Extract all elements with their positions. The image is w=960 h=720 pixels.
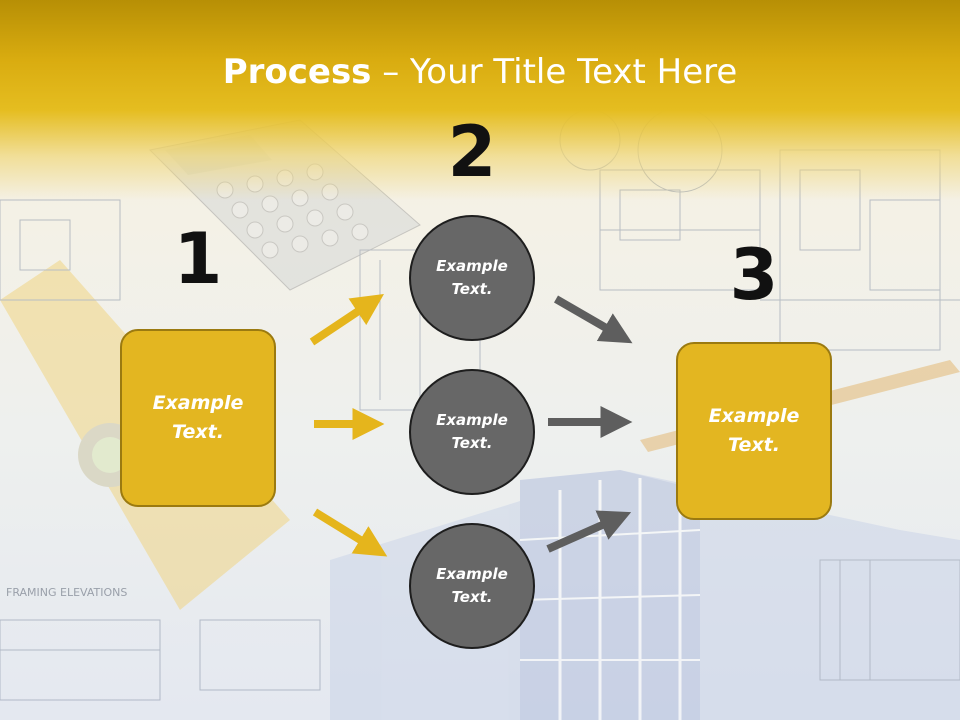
step-1-box: Example Text. bbox=[120, 329, 276, 507]
middle-circle-top-text: Example Text. bbox=[436, 257, 508, 298]
middle-circle-center-text: Example Text. bbox=[436, 411, 508, 452]
middle-circle-center: Example Text. bbox=[409, 369, 535, 495]
step-1-text: Example Text. bbox=[152, 392, 244, 443]
title-bold: Process bbox=[222, 52, 372, 92]
step-number-1: 1 bbox=[173, 218, 223, 300]
step-3-text: Example Text. bbox=[708, 405, 800, 456]
arrow-to-top-circle bbox=[309, 294, 384, 346]
framing-elevations-label: FRAMING ELEVATIONS bbox=[6, 586, 127, 599]
title-band bbox=[0, 0, 960, 200]
middle-circle-top: Example Text. bbox=[409, 215, 535, 341]
arrow-from-top-circle bbox=[553, 295, 633, 344]
arrow-to-bottom-circle bbox=[312, 508, 388, 557]
middle-circle-bottom-text: Example Text. bbox=[436, 565, 508, 606]
arrow-from-bottom-circle bbox=[546, 510, 632, 553]
step-number-2: 2 bbox=[447, 111, 497, 193]
title-rest: – Your Title Text Here bbox=[371, 52, 738, 92]
middle-circle-bottom: Example Text. bbox=[409, 523, 535, 649]
step-number-3: 3 bbox=[729, 234, 779, 316]
slide-title: Process – Your Title Text Here bbox=[0, 52, 960, 92]
step-3-box: Example Text. bbox=[676, 342, 832, 520]
